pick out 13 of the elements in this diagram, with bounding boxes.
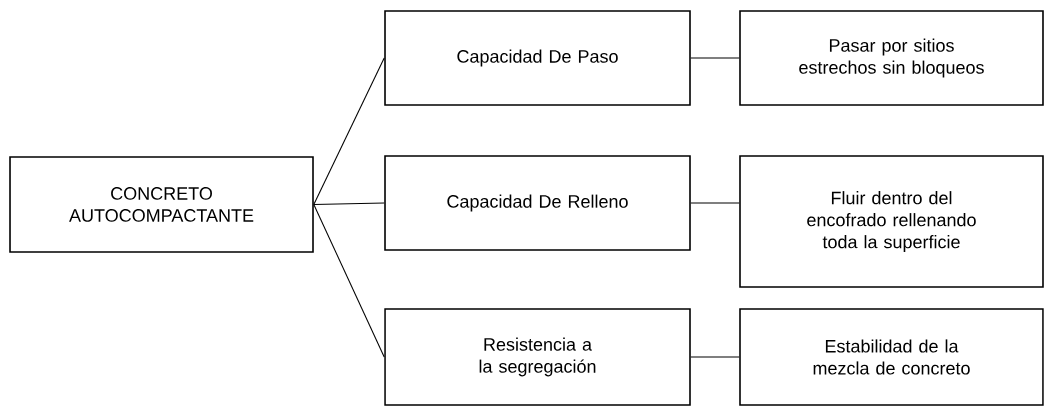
connector-line (690, 57, 740, 59)
text-box: Estabilidad de la mezcla de concreto (739, 308, 1044, 406)
text-box: Resistencia a la segregación (384, 308, 691, 406)
connector-line (690, 356, 740, 358)
text-box: Capacidad De Paso (384, 10, 691, 106)
text-box: Pasar por sitios estrechos sin bloqueos (739, 10, 1044, 106)
text-box: CONCRETO AUTOCOMPACTANTE (9, 156, 314, 253)
connector-line (313, 202, 385, 206)
connector-line (313, 57, 385, 206)
connector-line (313, 203, 385, 358)
text-box: Fluir dentro del encofrado rellenando toda la superficie (739, 155, 1044, 288)
text-box: Capacidad De Relleno (384, 155, 691, 251)
connector-line (690, 202, 740, 204)
